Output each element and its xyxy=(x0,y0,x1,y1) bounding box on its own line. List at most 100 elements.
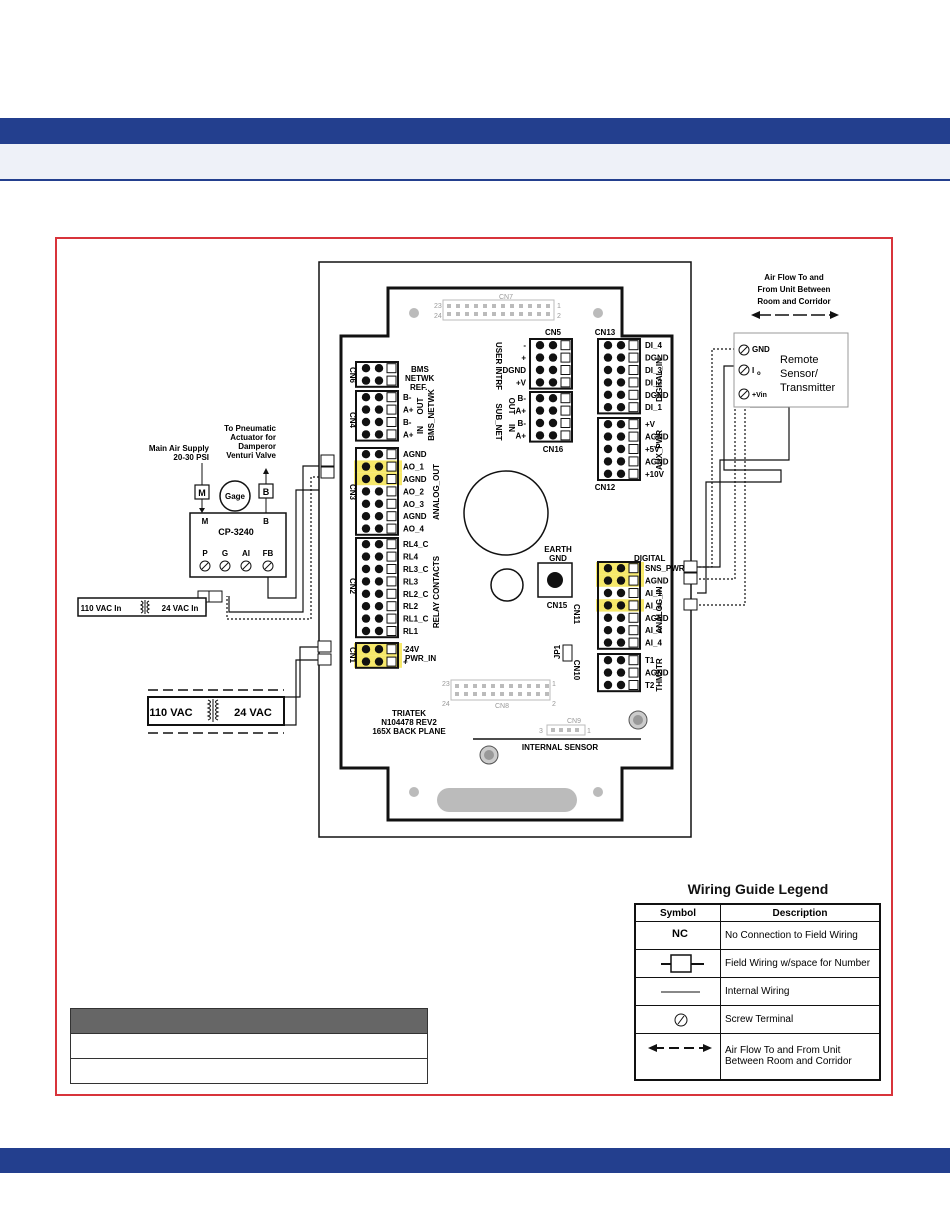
cn13-pin-label: DI_1 xyxy=(645,403,662,412)
field-wiring xyxy=(205,348,790,726)
cn4-pin xyxy=(361,405,371,414)
cn2-pin-label: RL4_C xyxy=(403,540,429,549)
cn7-label: CN7 xyxy=(499,294,513,301)
cn2-pin-clamp xyxy=(386,539,397,550)
cn9pins-pin xyxy=(559,728,563,732)
airflow-line-3: Room and Corridor xyxy=(757,297,830,306)
cn8pins-pin xyxy=(491,684,495,688)
cn5-pin-label: + xyxy=(521,354,526,363)
legend-header: Symbol Description xyxy=(634,903,881,922)
cn12-pin xyxy=(616,432,626,441)
notes-row xyxy=(70,1033,428,1059)
cn11-pin xyxy=(616,601,626,610)
cn11-pin xyxy=(603,564,613,573)
transformer-small: 110 VAC In 24 VAC In xyxy=(77,597,207,617)
sensor-term-vin: +Vin xyxy=(752,392,767,399)
cn5-pin xyxy=(548,341,558,350)
cn13-pin-clamp xyxy=(628,377,639,388)
cn12-pin xyxy=(616,444,626,454)
earth-line-1: EARTH xyxy=(544,545,572,554)
cn2-pin-clamp xyxy=(386,588,397,599)
triatek-line-1: TRIATEK xyxy=(392,709,426,718)
cn7-num-1: 1 xyxy=(557,303,561,310)
cn3-pin xyxy=(361,487,371,496)
cn7pins-pin xyxy=(492,312,496,316)
cn13-pin xyxy=(616,365,626,375)
cn3-pin xyxy=(374,499,384,508)
cn8pins-pin xyxy=(545,692,549,696)
terminal-block-cn6 xyxy=(355,361,399,388)
pneumatic-line-1: To Pneumatic xyxy=(224,424,276,433)
legend-airflow-line-2: Between Room and Corridor xyxy=(725,1056,852,1068)
cn1-pin-clamp xyxy=(386,656,397,667)
legend-row-nc-desc: No Connection to Field Wiring xyxy=(720,921,881,950)
cn3-pin xyxy=(374,450,384,459)
cn5-pin xyxy=(535,353,545,362)
tx-small-left: 110 VAC In xyxy=(81,604,122,613)
cn10-pin xyxy=(603,680,613,690)
cn12-pin xyxy=(603,420,613,429)
board-outline xyxy=(318,261,692,838)
cn11-pin xyxy=(603,588,613,598)
cn7-num-23: 23 xyxy=(434,303,442,310)
cn4-pin-clamp xyxy=(386,417,397,427)
cn10-pin-label: T2 xyxy=(645,681,655,690)
cn8pins-pin xyxy=(473,684,477,688)
internal-sensor-label: INTERNAL SENSOR xyxy=(522,743,599,752)
cn16-pin-clamp xyxy=(560,405,571,416)
sub-net-label: SUB_NET xyxy=(494,403,503,440)
cn11-pin xyxy=(603,576,613,585)
cn5-pin-clamp xyxy=(560,352,571,363)
pneumatic-line-3: Damperor xyxy=(238,442,276,451)
jp1-label: JP1 xyxy=(553,644,562,659)
cn3-label: CN3 xyxy=(348,484,357,501)
cn2-pin-clamp xyxy=(386,564,397,574)
cn3-pin-label: AO_4 xyxy=(403,525,424,534)
cn1-pin xyxy=(361,657,371,666)
cn2-pin-clamp xyxy=(386,576,397,587)
cn7-num-24: 24 xyxy=(434,313,442,320)
cn5-pin-clamp xyxy=(560,365,571,375)
cn3-pin xyxy=(361,462,371,471)
cn8pins-pin xyxy=(464,684,468,688)
cn7pins-pin xyxy=(483,304,487,308)
cn8pins-pin xyxy=(500,684,504,688)
cn2-pin xyxy=(374,564,384,574)
cn13-pin xyxy=(603,341,613,350)
cn7pins-pin xyxy=(537,304,541,308)
cn13-pin xyxy=(616,341,626,350)
header-band xyxy=(0,118,950,144)
cn2-pin xyxy=(361,614,371,623)
cn13-pin xyxy=(616,390,626,399)
cn3-pin-label: AGND xyxy=(403,512,427,521)
tx-large-left: 110 VAC xyxy=(149,707,192,719)
cn11-pin-clamp xyxy=(628,563,639,574)
cn4-pin-label: B- xyxy=(403,393,412,402)
cn11-pin-label: AGND xyxy=(645,614,669,623)
supply-line-2: 20-30 PSI xyxy=(173,453,209,462)
cn2-pin xyxy=(374,614,384,623)
cn2-pin xyxy=(361,626,371,636)
cn9-num-1: 1 xyxy=(587,728,591,735)
cn8pins-pin xyxy=(473,692,477,696)
cn10-pin-label: AGND xyxy=(645,669,669,678)
cn7pins-pin xyxy=(501,312,505,316)
cn2-pin-label: RL3 xyxy=(403,577,419,586)
cn11-pin xyxy=(603,613,613,622)
pwr-line-2: PWR_IN xyxy=(405,654,436,663)
field-wiring-box xyxy=(683,572,698,585)
cn11-pin xyxy=(603,626,613,635)
cn11-pin-label: AI_2 xyxy=(645,601,662,610)
supply-m-box: M xyxy=(194,463,210,513)
cn16-in-label: IN xyxy=(507,424,516,432)
cp-model: CP-3240 xyxy=(218,527,254,537)
cn8pins-pin xyxy=(455,692,459,696)
cn4-pin xyxy=(374,405,384,414)
cn7pins-pin xyxy=(528,312,532,316)
cn4-pin-clamp xyxy=(386,404,397,415)
notes-row xyxy=(70,1058,428,1084)
user-intrf-label: USER INTRF xyxy=(494,342,503,390)
